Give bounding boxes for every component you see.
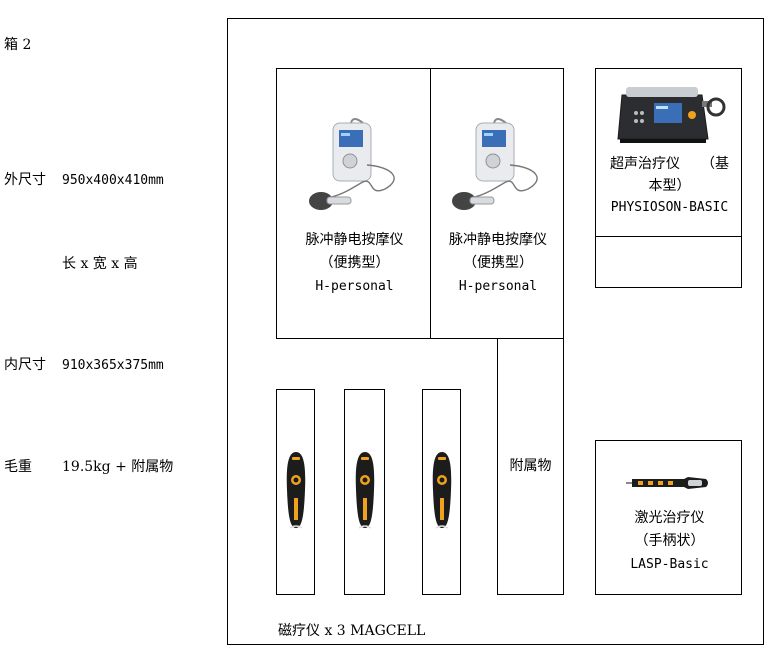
pulse-massager-name: 脉冲静电按摩仪 bbox=[305, 232, 404, 248]
inner-size-value: 910x365x375mm bbox=[62, 358, 164, 373]
pulse-massager-compartment-1: 脉冲静电按摩仪 （便携型） H-personal bbox=[276, 68, 431, 339]
magcell-device-icon bbox=[353, 450, 377, 530]
pulse-massager-compartment-2: 脉冲静电按摩仪 （便携型） H-personal bbox=[430, 68, 564, 339]
laser-name: 激光治疗仪 bbox=[634, 510, 705, 526]
pulse-massager-model: H-personal bbox=[458, 279, 538, 294]
magnetic-devices-caption: 磁疗仪 x 3 MAGCELL bbox=[278, 623, 426, 639]
pulse-massager-image bbox=[446, 117, 550, 219]
gross-weight-value: 19.5kg + 附属物 bbox=[62, 459, 174, 475]
outer-size-label: 外尺寸 bbox=[4, 172, 46, 188]
ultrasound-compartment: 超声治疗仪 （基 本型） PHYSIOSON-BASIC bbox=[595, 68, 742, 288]
dimensions-hint: 长 x 宽 x 高 bbox=[62, 256, 138, 272]
accessories-label: 附属物 bbox=[509, 458, 552, 474]
magnetic-device-slot-3 bbox=[422, 389, 461, 595]
magnetic-device-slot-2 bbox=[344, 389, 385, 595]
pulse-massager-image bbox=[303, 117, 407, 219]
laser-model: LASP-Basic bbox=[630, 557, 709, 572]
ultrasound-device-image bbox=[616, 83, 726, 145]
accessories-compartment: 附属物 bbox=[497, 338, 564, 595]
magnetic-device-slot-1 bbox=[276, 389, 315, 595]
ultrasound-name-line1: 超声治疗仪 （基 bbox=[610, 156, 729, 172]
laser-type: （手柄状） bbox=[634, 533, 705, 549]
ultrasound-model: PHYSIOSON-BASIC bbox=[610, 200, 729, 215]
gross-weight-label: 毛重 bbox=[4, 459, 32, 475]
box-number-label: 箱 2 bbox=[4, 37, 32, 53]
ultrasound-divider bbox=[596, 236, 741, 237]
laser-compartment: 激光治疗仪 （手柄状） LASP-Basic bbox=[595, 440, 742, 595]
ultrasound-name-line2: 本型） bbox=[648, 178, 691, 194]
pulse-massager-model: H-personal bbox=[315, 279, 394, 294]
outer-size-value: 950x400x410mm bbox=[62, 173, 164, 188]
magcell-device-icon bbox=[430, 450, 454, 530]
laser-pen-image bbox=[626, 475, 710, 491]
magcell-device-icon bbox=[284, 450, 308, 530]
inner-size-label: 内尺寸 bbox=[4, 357, 46, 373]
pulse-massager-name: 脉冲静电按摩仪 bbox=[449, 232, 547, 248]
pulse-massager-type: （便携型） bbox=[319, 255, 390, 271]
pulse-massager-type: （便携型） bbox=[463, 255, 533, 271]
